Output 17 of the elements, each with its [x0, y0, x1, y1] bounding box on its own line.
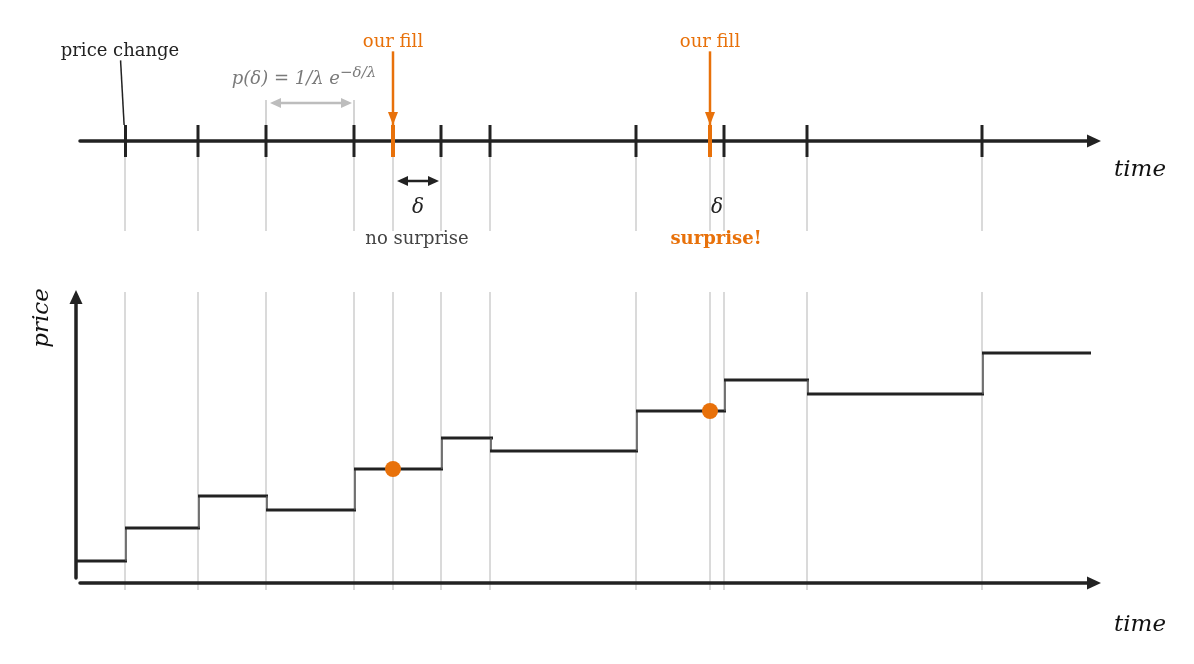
tick-mark: [123, 125, 127, 157]
axis-title: price: [26, 288, 54, 348]
annotation-label: our fill: [362, 30, 424, 52]
axis-title: time: [1114, 154, 1166, 182]
formula-label: p(δ) = 1/λ e$^{−δ/λ}$: [231, 63, 377, 89]
symbol-label: δ: [711, 194, 723, 218]
annotation-label: no surprise: [365, 227, 469, 249]
annotation-label: surprise!: [670, 227, 762, 249]
arrow: [388, 51, 398, 125]
leader-line: [119, 59, 125, 126]
axis-title: time: [1114, 609, 1166, 637]
tick-mark: [391, 125, 395, 157]
annotation-label: price change: [60, 39, 180, 61]
symbol-label: δ: [412, 194, 424, 218]
tick-mark: [708, 125, 712, 157]
annotation-label: our fill: [679, 30, 741, 52]
arrow: [705, 51, 715, 125]
